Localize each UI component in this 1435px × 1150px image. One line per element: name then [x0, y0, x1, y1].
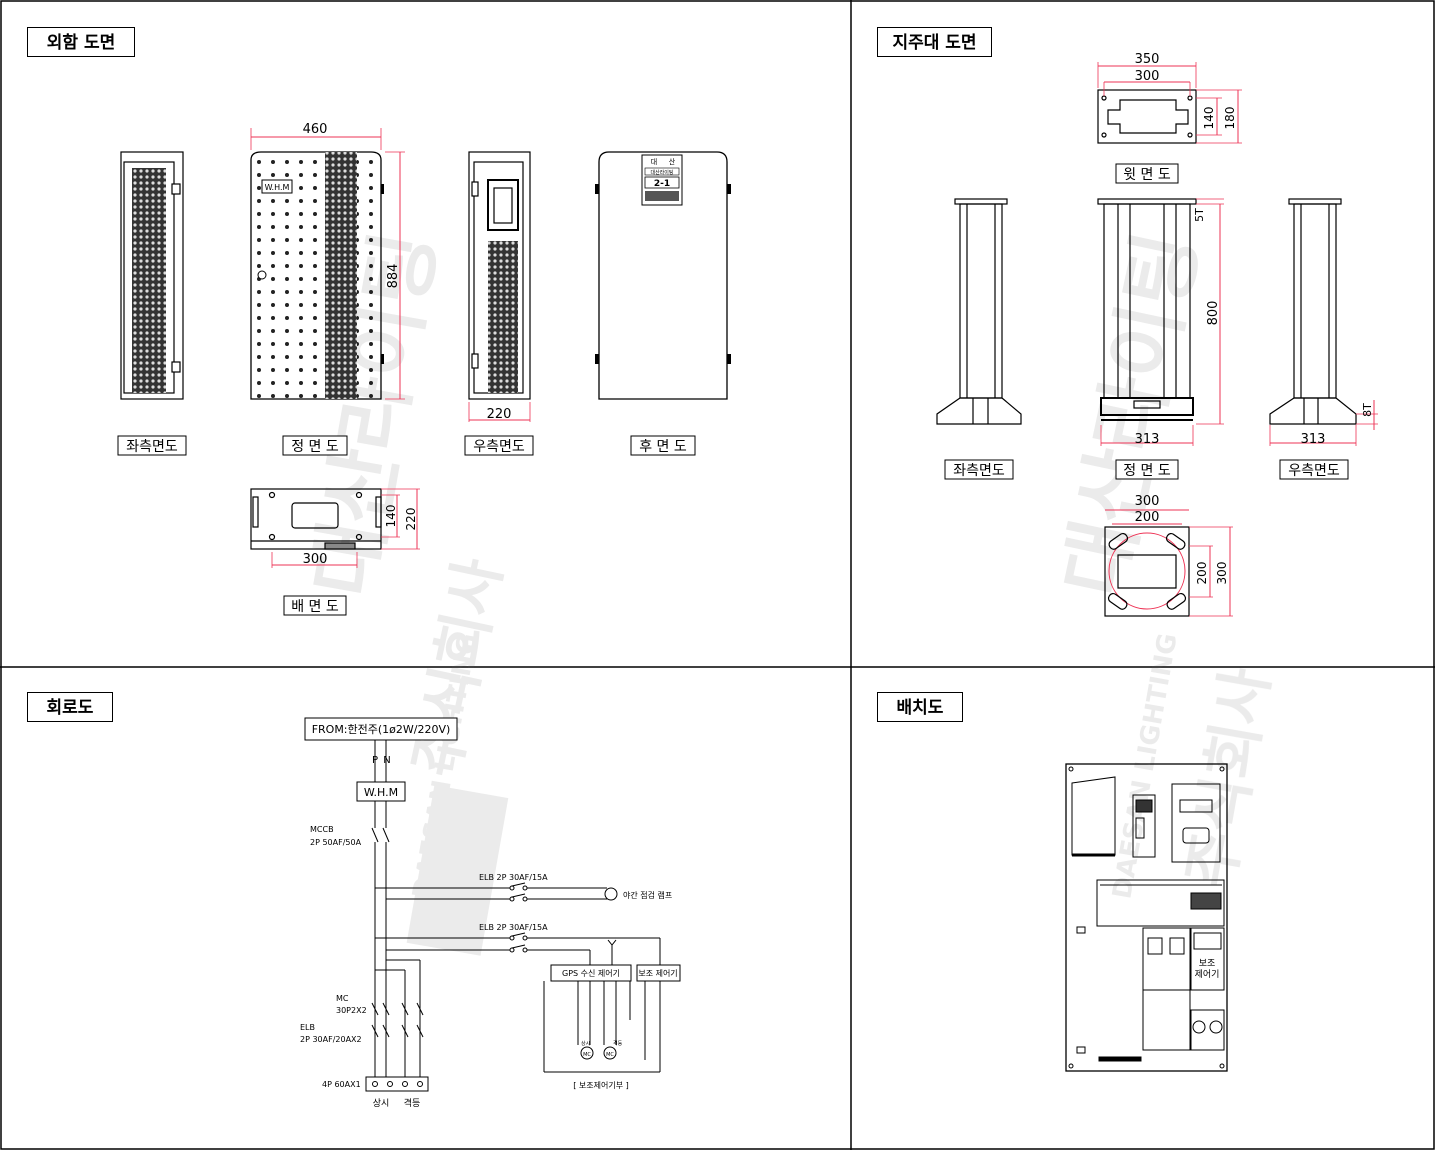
dim-pole-base-w: 313: [1135, 432, 1160, 447]
enclosure-bottom-view: [250, 488, 420, 568]
circuit-whm: W.H.M: [364, 786, 398, 799]
enclosure-left-view: [120, 151, 184, 400]
pole-base-plate: [1104, 509, 1233, 617]
circuit-p: P: [372, 755, 378, 766]
dim-pole-base-w-right: 313: [1301, 432, 1326, 447]
circuit-mccb1: MCCB: [310, 825, 334, 834]
circuit-mc-b: MC: [606, 1052, 614, 1058]
dim-base-inner: 200: [1135, 510, 1160, 525]
circuit-out2: 격등: [404, 1097, 421, 1109]
circuit-source: FROM:한전주(1ø2W/220V): [312, 723, 451, 736]
enclosure-right-view: [468, 151, 531, 422]
dim-pole-top-inner: 300: [1135, 69, 1160, 84]
dim-pole-base-t: 8T: [1361, 403, 1374, 417]
dim-pole-top-outer: 350: [1135, 52, 1160, 67]
dim-bottom-d1: 140: [384, 505, 398, 528]
pole-right-view: [1269, 198, 1378, 446]
circuit-out1: 상시: [373, 1098, 390, 1109]
label-pole-front-view: 정 면 도: [1123, 463, 1171, 479]
layout-diagram: [1065, 763, 1228, 1072]
dim-enclosure-width: 460: [303, 122, 328, 137]
circuit-aux: 보조 제어기: [638, 968, 677, 978]
circuit-mccb2: 2P 50AF/50A: [310, 838, 362, 847]
circuit-mc2: 30P2X2: [336, 1006, 367, 1015]
rear-plate-l4: 2-1: [654, 179, 670, 189]
label-rear-view: 후 면 도: [639, 439, 687, 455]
dim-bottom-w: 300: [303, 552, 328, 567]
circuit-n: N: [383, 755, 390, 766]
label-bottom-view: 배 면 도: [291, 599, 339, 615]
front-whm-label: W.H.M: [265, 183, 290, 192]
rear-plate-l2: 산: [669, 157, 676, 166]
dim-enclosure-depth: 220: [487, 407, 512, 422]
label-pole-right-view: 우측면도: [1288, 463, 1340, 479]
dim-pole-top-d1: 140: [1202, 107, 1216, 130]
label-pole-top-view: 윗 면 도: [1123, 167, 1171, 183]
section-title-pole: 지주대 도면: [877, 27, 992, 57]
watermark: 주식회사 대산라이팅 DAESAN LIGHTING 주식회사 대산라이팅 DA…: [297, 225, 1283, 956]
dim-pole-height: 800: [1206, 301, 1221, 326]
layout-aux-label-1: 보조: [1199, 958, 1216, 969]
watermark-text-4: 주식회사: [1176, 663, 1283, 893]
circuit-mc1: MC: [336, 994, 349, 1003]
label-right-view: 우측면도: [473, 439, 525, 455]
circuit-lamp: 야간 점검 램프: [623, 890, 672, 900]
circuit-elb1: ELB 2P 30AF/15A: [479, 873, 548, 882]
circuit-elb3b: 2P 30AF/20AX2: [300, 1035, 362, 1044]
circuit-c-b: 격등: [613, 1040, 623, 1047]
circuit-diagram: [304, 717, 681, 1092]
dim-pole-plate-t: 5T: [1193, 208, 1206, 222]
circuit-aux-unit: [ 보조제어기부 ]: [573, 1080, 629, 1090]
layout-aux-label-2: 제어기: [1195, 969, 1220, 980]
label-left-view: 좌측면도: [126, 439, 178, 455]
circuit-terminal: 4P 60AX1: [322, 1080, 361, 1089]
circuit-elb2: ELB 2P 30AF/15A: [479, 923, 548, 932]
circuit-mc-a: MC: [583, 1052, 591, 1058]
section-title-circuit: 회로도: [27, 692, 113, 722]
dim-base-outer: 300: [1135, 494, 1160, 509]
dim-pole-top-d2: 180: [1223, 107, 1237, 130]
rear-plate-l1: 대: [651, 158, 657, 166]
pole-front-view: [1097, 198, 1224, 446]
dim-base-d2: 300: [1215, 562, 1229, 585]
label-front-view: 정 면 도: [291, 439, 339, 455]
circuit-c-a: 상시: [581, 1040, 590, 1047]
section-title-layout: 배치도: [877, 692, 963, 722]
enclosure-front-view: W.H.M: [250, 128, 405, 400]
circuit-gps: GPS 수신 제어기: [562, 968, 620, 978]
rear-plate-l3: 대산라이팅: [650, 169, 673, 176]
circuit-elb3a: ELB: [300, 1023, 315, 1032]
dim-enclosure-height: 884: [386, 264, 401, 289]
dim-base-d1: 200: [1195, 562, 1209, 585]
pole-left-view: [936, 198, 1022, 425]
dim-bottom-d2: 220: [404, 508, 418, 531]
label-pole-left-view: 좌측면도: [953, 463, 1005, 479]
section-title-enclosure: 외함 도면: [27, 27, 135, 57]
enclosure-rear-view: 대 산 대산라이팅 2-1: [595, 151, 731, 400]
pole-top-view: [1097, 62, 1242, 144]
